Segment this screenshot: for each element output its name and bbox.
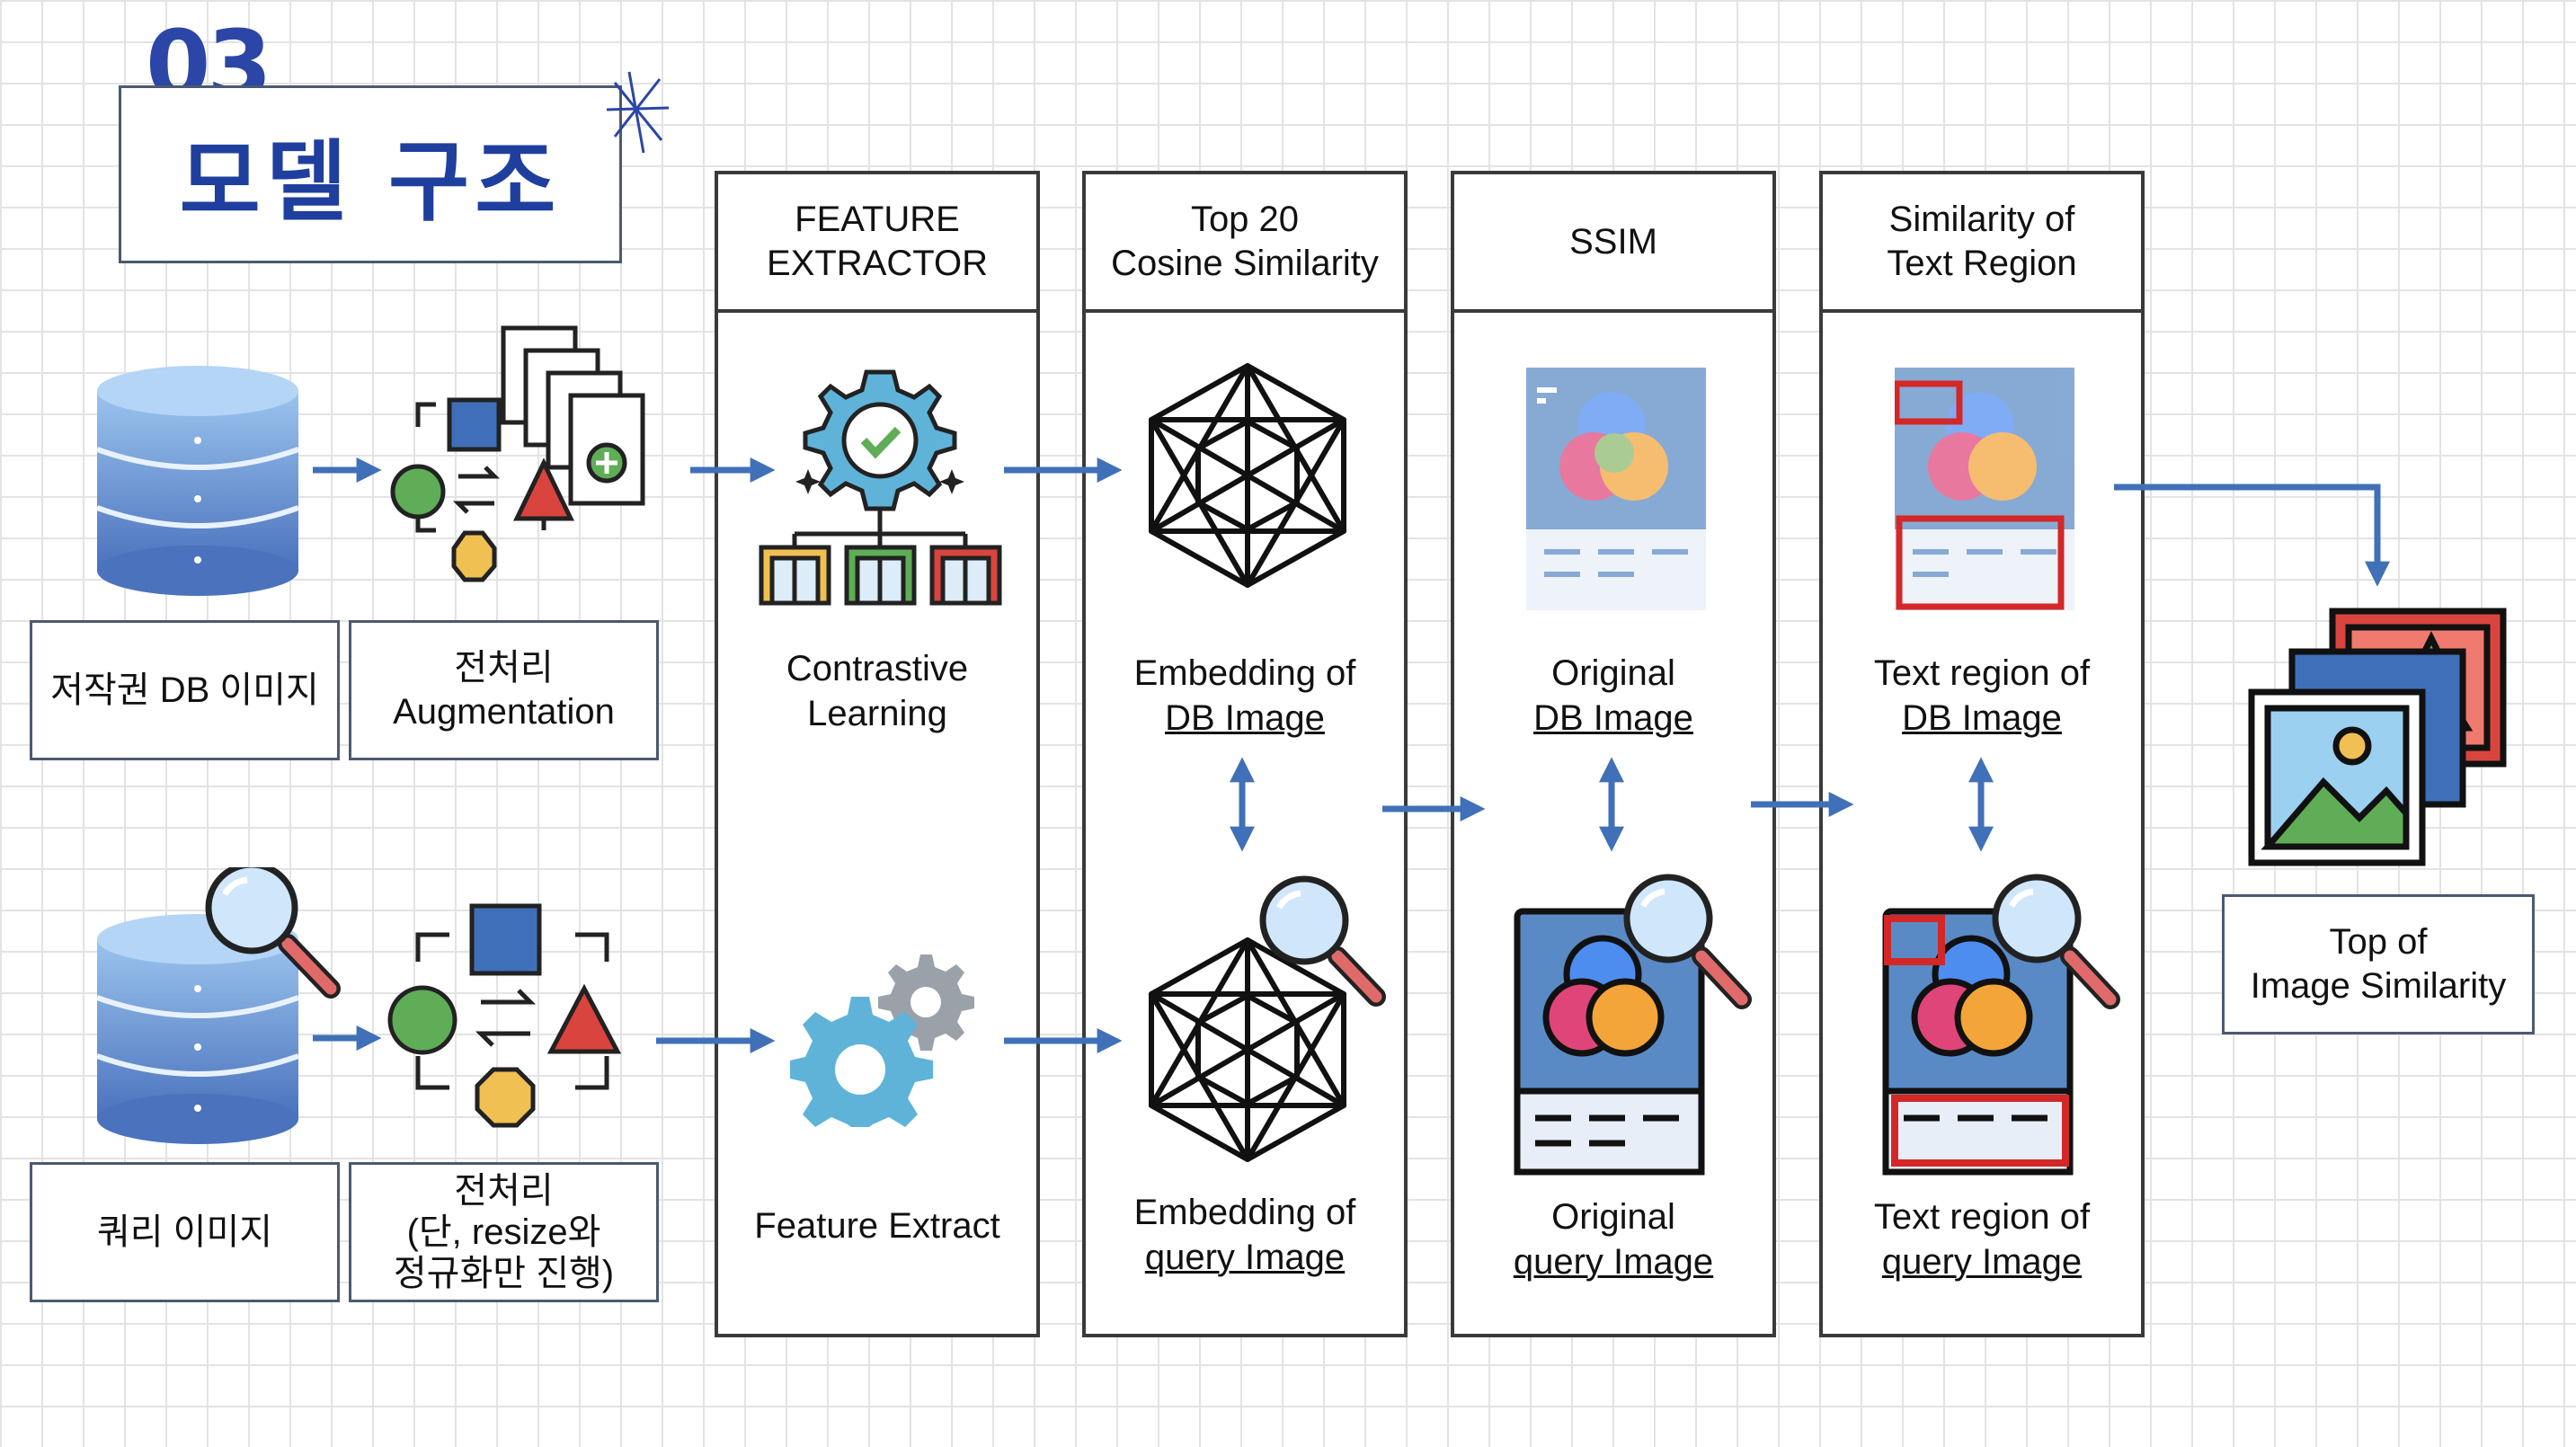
db-image-label: 저작권 DB 이미지 [30, 620, 340, 760]
caption-line-1: Feature Extract [754, 1206, 1000, 1246]
header-line-1: Top 20 [1190, 200, 1300, 240]
result-label: Top of Image Similarity [2222, 894, 2535, 1034]
query-image-label-text: 쿼리 이미지 [96, 1212, 273, 1252]
header-line-1: Similarity of [1888, 200, 2075, 240]
ssim-header: SSIM [1454, 174, 1772, 313]
caption-line-2: query Image [1513, 1242, 1714, 1282]
photo-card-icon [1526, 368, 1706, 610]
caption-line-1: Original [1551, 1197, 1675, 1237]
query-preprocess-line-2: (단, resize와 [406, 1212, 601, 1252]
gear-network-icon [759, 369, 1002, 606]
arrow-icon [2114, 484, 2390, 587]
db-embedding-caption: Embedding of DB Image [1086, 651, 1404, 741]
query-preprocess-line-3: 정규화만 진행) [393, 1254, 615, 1293]
original-db-caption: Original DB Image [1454, 651, 1772, 741]
magnifier-icon [205, 867, 341, 999]
db-preprocess-line-2: Augmentation [393, 692, 615, 732]
text-region-query-caption: Text region of query Image [1823, 1194, 2141, 1284]
cosine-similarity-column: Top 20 Cosine Similarity Embedding of DB I… [1082, 171, 1408, 1337]
caption-line-2: DB Image [1902, 698, 2062, 738]
ssim-column: SSIM Original DB Image [1451, 171, 1776, 1337]
query-photo-card-icon [1514, 874, 1752, 1176]
caption-line-1: Embedding of [1133, 1193, 1356, 1232]
caption-line-2: query Image [1881, 1242, 2083, 1282]
caption-line-1: Text region of [1873, 1197, 2091, 1237]
query-augmentation-icon [387, 903, 622, 1128]
gear-icon [790, 954, 974, 1127]
db-image-label-text: 저작권 DB 이미지 [50, 670, 319, 710]
image-stack-icon [2248, 608, 2507, 866]
geometric-embedding-icon [1149, 363, 1346, 588]
query-embedding-icon [1149, 875, 1386, 1162]
text-region-header: Similarity of Text Region [1823, 174, 2141, 313]
database-icon [95, 366, 300, 596]
page-title: 모델 구조 [119, 85, 622, 263]
magnifier-icon [1992, 874, 2120, 1009]
caption-line-1: Embedding of [1133, 653, 1356, 693]
sparkle-icon [606, 71, 670, 154]
caption-line-1: Contrastive [786, 649, 969, 688]
text-region-column: Similarity of Text Region Text region of D… [1819, 171, 2145, 1337]
magnifier-icon [1259, 875, 1386, 1007]
caption-line-2: Learning [807, 694, 947, 733]
header-line-1: FEATURE [795, 200, 960, 240]
query-image-label: 쿼리 이미지 [30, 1162, 340, 1302]
caption-line-2: DB Image [1533, 698, 1693, 738]
result-line-2: Image Similarity [2250, 966, 2507, 1006]
caption-line-1: Text region of [1873, 653, 2091, 693]
augmentation-icon [390, 325, 645, 582]
database-search-icon [95, 867, 341, 1144]
caption-line-2: query Image [1144, 1238, 1346, 1277]
query-embedding-caption: Embedding of query Image [1086, 1190, 1404, 1280]
cosine-similarity-header: Top 20 Cosine Similarity [1086, 174, 1404, 313]
query-preprocess-label: 전처리 (단, resize와 정규화만 진행) [349, 1162, 659, 1302]
header-line-2: Cosine Similarity [1111, 244, 1379, 283]
text-region-query-icon [1882, 874, 2120, 1176]
magnifier-icon [1623, 874, 1752, 1009]
header-line-2: Text Region [1887, 244, 2077, 283]
db-preprocess-line-1: 전처리 [454, 648, 554, 688]
caption-line-1: Original [1551, 653, 1675, 693]
feature-extractor-header: FEATURE EXTRACTOR [718, 174, 1036, 313]
text-region-card-icon [1895, 368, 2074, 610]
caption-line-2: DB Image [1165, 698, 1325, 738]
header-line-1: SSIM [1569, 221, 1657, 262]
header-line-2: EXTRACTOR [767, 244, 988, 283]
feature-extract-caption: Feature Extract [718, 1203, 1036, 1248]
text-region-db-caption: Text region of DB Image [1823, 651, 2141, 741]
result-line-1: Top of [2329, 922, 2428, 963]
query-preprocess-line-1: 전처리 [454, 1171, 554, 1211]
original-query-caption: Original query Image [1454, 1194, 1772, 1284]
db-preprocess-label: 전처리 Augmentation [349, 620, 659, 760]
